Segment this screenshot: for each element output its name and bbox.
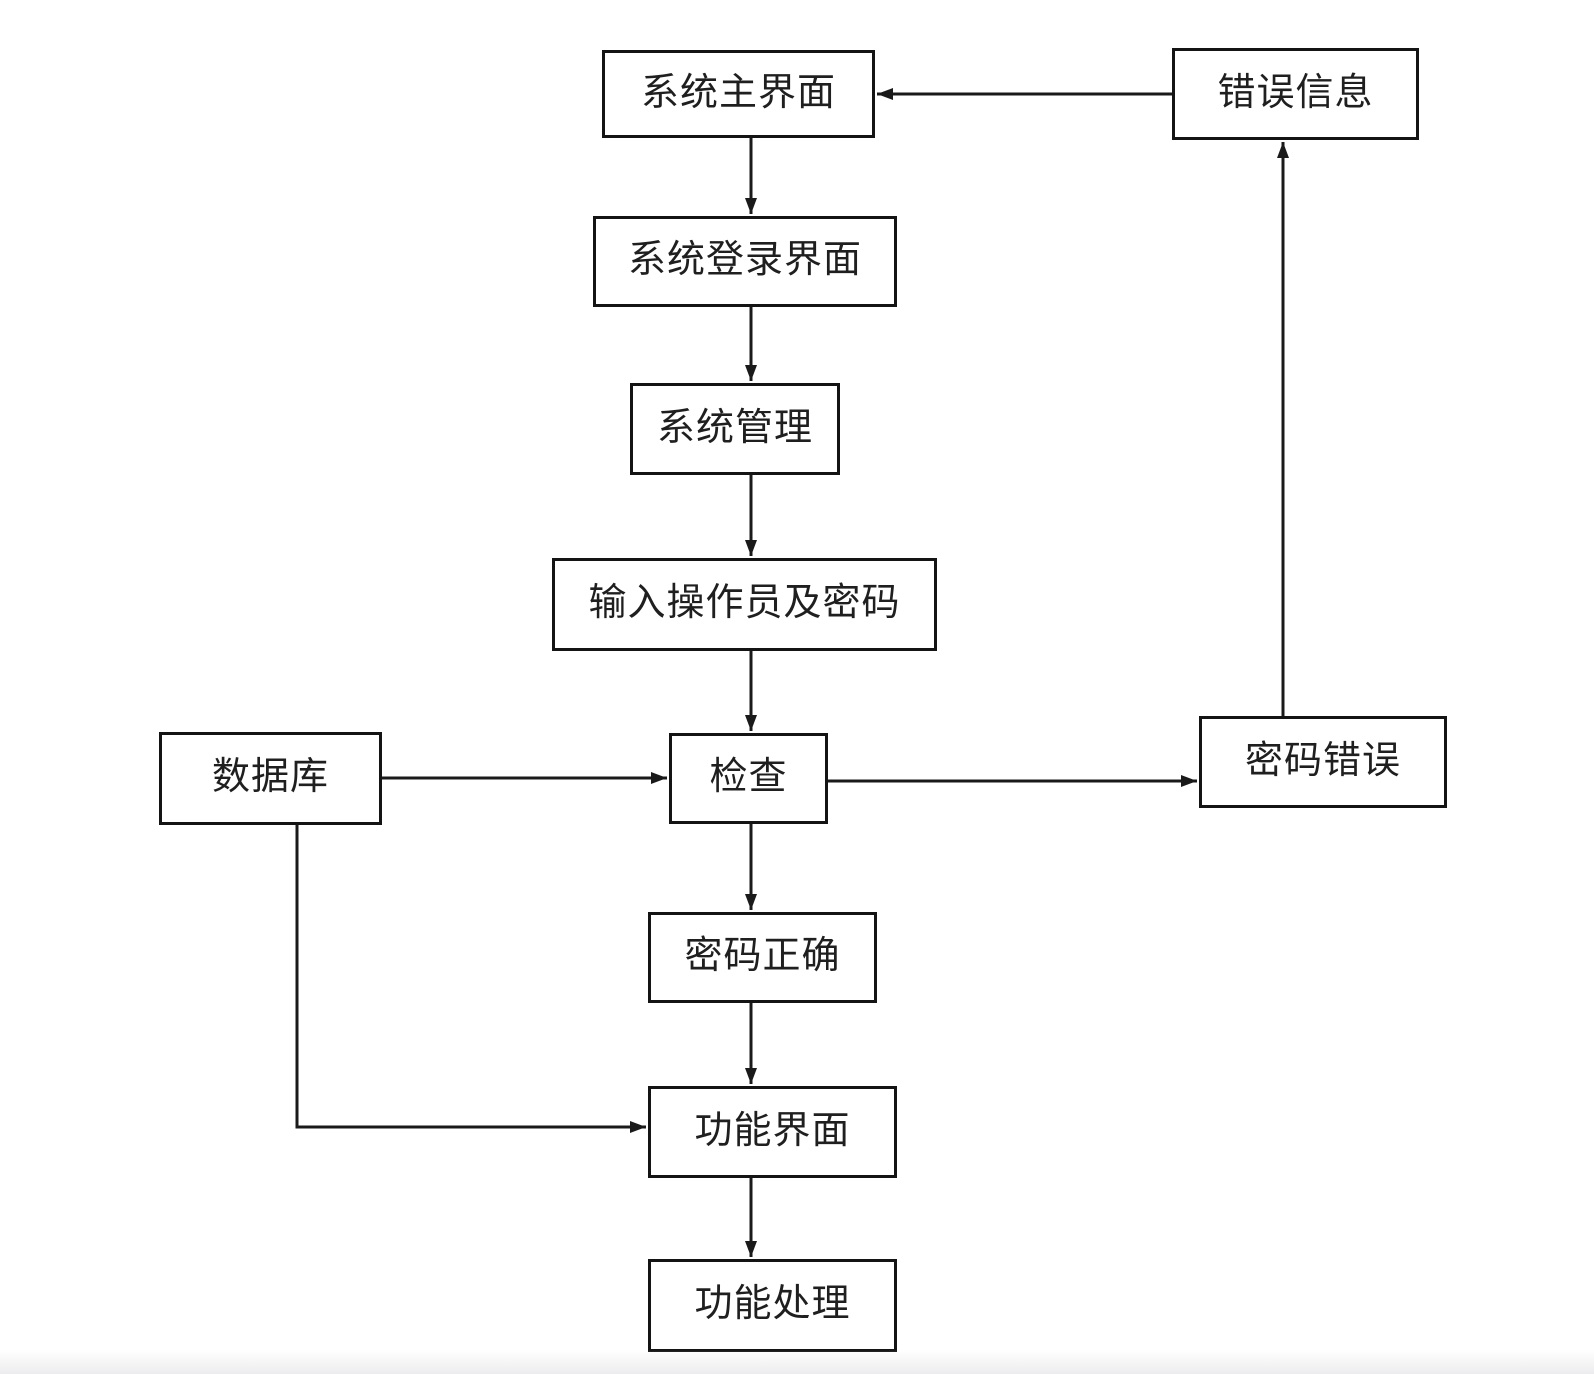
node-password-error-label: 密码错误 — [1244, 739, 1401, 782]
node-system-login-label: 系统登录界面 — [627, 239, 862, 281]
node-input-operator-password: 输入操作员及密码 — [552, 558, 937, 651]
node-check-label: 检查 — [709, 756, 788, 798]
node-database: 数据库 — [159, 732, 382, 825]
node-system-main: 系统主界面 — [602, 50, 875, 138]
node-error-info: 错误信息 — [1172, 48, 1419, 140]
node-system-login: 系统登录界面 — [593, 216, 897, 307]
node-function-ui: 功能界面 — [648, 1086, 897, 1178]
node-error-info-label: 错误信息 — [1217, 71, 1374, 114]
node-password-error: 密码错误 — [1199, 716, 1447, 808]
node-system-mgmt-label: 系统管理 — [656, 406, 813, 449]
node-password-correct: 密码正确 — [648, 912, 877, 1003]
node-input-operator-password-label: 输入操作员及密码 — [588, 582, 901, 624]
node-database-label: 数据库 — [211, 756, 329, 798]
page-bottom-edge — [0, 1350, 1594, 1374]
node-function-process: 功能处理 — [648, 1259, 897, 1352]
node-system-main-label: 系统主界面 — [640, 71, 836, 114]
edge-database-to-funcui — [295, 825, 646, 1133]
node-function-ui-label: 功能界面 — [694, 1109, 851, 1152]
node-password-correct-label: 密码正确 — [684, 935, 841, 977]
node-function-process-label: 功能处理 — [694, 1283, 851, 1325]
node-system-mgmt: 系统管理 — [630, 383, 840, 475]
node-check: 检查 — [669, 733, 828, 824]
